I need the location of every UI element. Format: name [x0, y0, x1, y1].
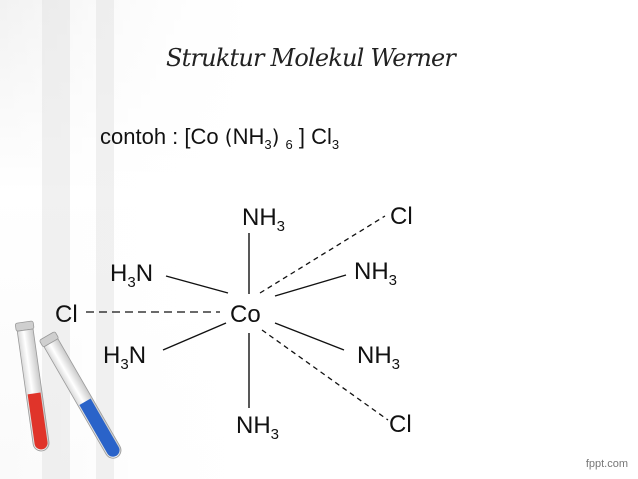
ionic-line-upper-right: [259, 215, 386, 294]
example-bracket-close: ] Cl: [292, 124, 332, 149]
bond-lower-right: [274, 322, 345, 351]
counter-ion-cl-upper-right: Cl: [390, 203, 413, 230]
example-paren-close: ): [271, 125, 280, 149]
central-atom-co: Co: [230, 301, 261, 328]
bond-upper-left: [165, 275, 229, 294]
ligand-nh3-lower-right: NH3: [357, 342, 400, 373]
example-formula: contoh : [Co (NH3) 6 ] Cl3: [100, 124, 339, 152]
bond-lower-left: [162, 322, 227, 351]
ligand-nh3-upper-right: NH3: [354, 258, 397, 289]
watermark: fppt.com: [585, 458, 628, 470]
background-stripe: [42, 0, 70, 479]
ligand-nh3-top: NH3: [242, 204, 285, 235]
example-ligand-subscript: 3: [264, 137, 272, 152]
example-paren-open: (: [224, 125, 233, 149]
ligand-nh3-bottom: NH3: [236, 412, 279, 443]
ligand-h3n-upper-left: H3N: [110, 260, 153, 291]
blue-test-tube: [39, 331, 122, 459]
counter-ion-cl-lower-right: Cl: [389, 411, 412, 438]
counter-ion-cl-left: Cl: [55, 301, 78, 328]
red-test-tube: [14, 320, 50, 452]
example-ligand: NH: [232, 124, 265, 149]
background-stripe: [96, 0, 114, 479]
example-count-subscript: 6: [285, 137, 293, 152]
ionic-line-lower-right: [261, 329, 389, 421]
ligand-h3n-lower-left: H3N: [103, 342, 146, 373]
slide-title: Struktur Molekul Werner: [166, 44, 456, 72]
bond-upper-right: [274, 274, 347, 297]
example-cl-subscript: 3: [331, 137, 340, 152]
example-prefix: contoh : [Co: [100, 124, 225, 149]
